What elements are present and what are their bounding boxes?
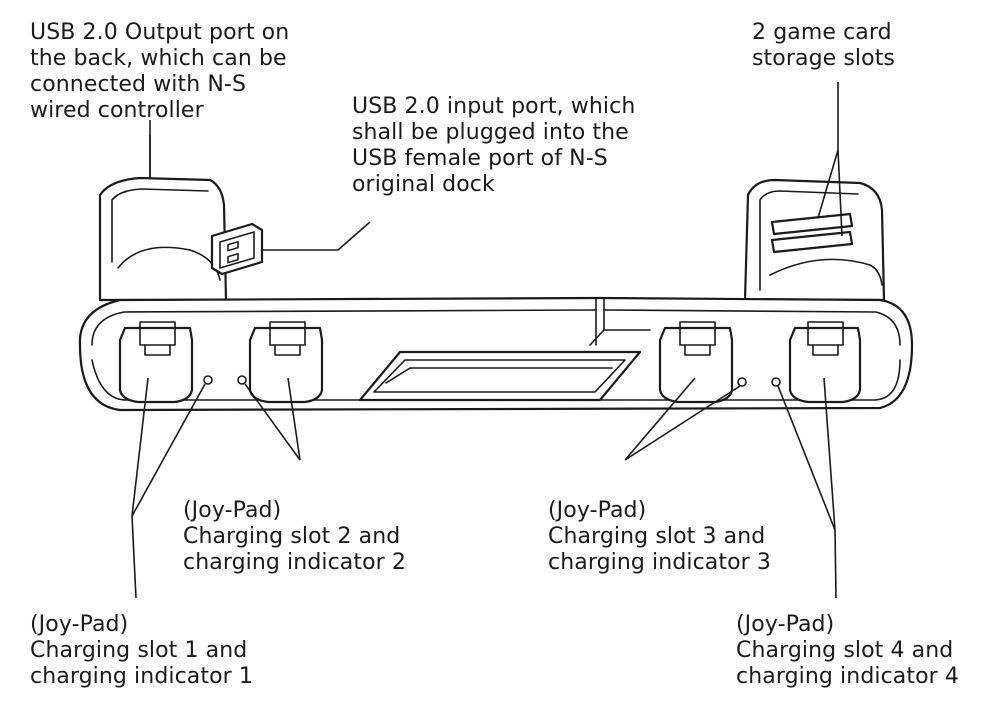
leader-slot1-a [131,377,149,517]
game-card-slots [770,212,854,254]
leader-slot1-b [131,383,206,517]
leader-slot1-c [131,515,137,599]
label-charging-slot-1: (Joy-Pad) Charging slot 1 and charging i… [30,612,253,689]
leader-slot2-a [244,383,301,461]
label-card-slots: 2 game card storage slots [752,20,895,71]
charging-slot-1 [118,321,213,404]
leader-card-slot-b [837,149,843,237]
label-usb-output: USB 2.0 Output port on the back, which c… [30,20,290,123]
usb-plug [210,222,264,276]
center-groove [358,350,642,402]
label-usb-input: USB 2.0 input port, which shall be plugg… [352,94,636,197]
leader-slot4-a [777,385,836,531]
leader-lines [131,82,843,599]
leader-slot4-b [823,377,836,531]
label-charging-slot-4: (Joy-Pad) Charging slot 4 and charging i… [736,612,959,689]
leader-slot4-c [834,529,837,599]
charging-slot-4 [771,321,862,404]
leader-usb-input [262,221,371,251]
leader-slot3-b [624,385,741,461]
label-charging-slot-2: (Joy-Pad) Charging slot 2 and charging i… [183,498,406,575]
leader-slot2-b [287,377,301,461]
label-charging-slot-3: (Joy-Pad) Charging slot 3 and charging i… [548,498,771,575]
left-tower [98,134,228,302]
charging-slot-2 [237,321,324,404]
leader-slot3-a [624,377,696,461]
